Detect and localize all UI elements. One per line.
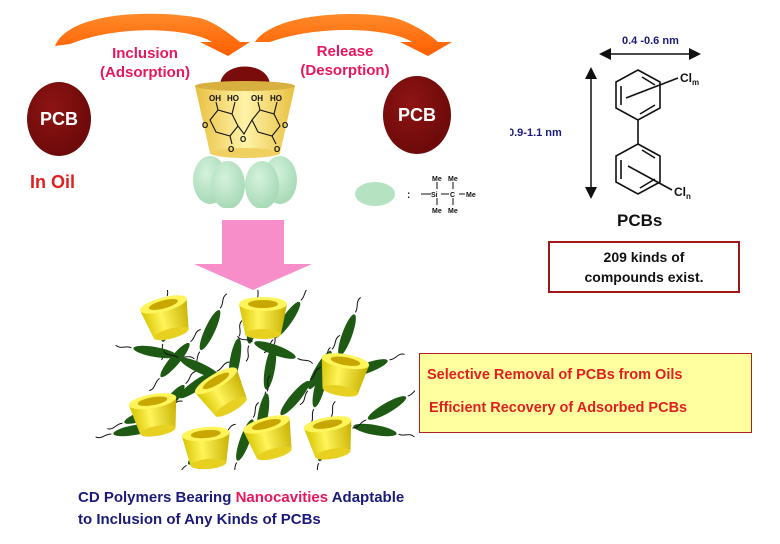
cl-m-label: Clm	[680, 71, 699, 87]
pcbs-title: PCBs	[617, 211, 663, 230]
feature-selective-removal: Selective Removal of PCBs from Oils	[427, 367, 683, 383]
hydroxyl-label: HO	[227, 94, 239, 103]
release-arrow	[255, 13, 452, 56]
oxygen-label: O	[228, 145, 234, 154]
caption-line-2: to Inclusion of Any Kinds of PCBs	[78, 511, 321, 528]
width-label: 0.4 -0.6 nm	[622, 35, 679, 47]
svg-text:Si: Si	[431, 192, 438, 199]
pcb-molecule-released: PCB	[383, 76, 451, 154]
caption-line-1: CD Polymers Bearing Nanocavities Adaptab…	[78, 489, 405, 506]
svg-text:Me: Me	[448, 208, 458, 215]
polymer-linker	[149, 328, 201, 392]
oxygen-label: O	[274, 145, 280, 154]
polymer-linker	[262, 328, 278, 408]
silyl-legend: : Si C Me Me Me Me Me	[355, 176, 476, 215]
hydroxyl-label: OH	[209, 94, 221, 103]
release-label: Release (Desorption)	[300, 43, 390, 79]
cd-cone	[195, 86, 295, 153]
features-box: Selective Removal of PCBs from Oils Effi…	[419, 353, 752, 433]
caption-highlight: Nanocavities	[235, 489, 329, 506]
pcb-info-box: 209 kinds of compounds exist.	[548, 241, 740, 293]
pcb-molecule-in-oil: PCB	[27, 82, 91, 156]
polymer-cyclodextrin	[239, 297, 287, 339]
in-oil-label: In Oil	[30, 172, 75, 192]
polymer-linker	[237, 335, 313, 365]
height-label: 0.9-1.1 nm	[510, 127, 562, 139]
svg-text:Me: Me	[432, 208, 442, 215]
cl-n-label: Cln	[674, 185, 691, 200]
hydroxyl-label: OH	[251, 94, 263, 103]
glucose-structure	[209, 101, 281, 145]
pcb-structure: 0.4 -0.6 nm 0.9-1.1 nm Clm Cln	[510, 35, 701, 200]
oxygen-label: O	[240, 135, 246, 144]
polymer-linker	[352, 387, 415, 429]
pink-down-arrow	[194, 220, 312, 290]
cyclodextrin-host: OH HO OH HO O O O O O	[193, 66, 297, 208]
hydroxyl-label: HO	[270, 94, 282, 103]
polymer-cyclodextrin	[194, 367, 247, 417]
oxygen-label: O	[282, 121, 288, 130]
inclusion-label: Inclusion (Adsorption)	[100, 45, 190, 81]
feature-efficient-recovery: Efficient Recovery of Adsorbed PCBs	[429, 400, 688, 416]
polymer-cyclodextrin	[128, 393, 177, 437]
silyl-group	[211, 161, 245, 208]
polymer-cyclodextrin	[243, 415, 292, 461]
polymer-cyclodextrin	[140, 295, 189, 341]
polymer-cyclodextrin	[181, 426, 230, 470]
svg-text:Me: Me	[448, 176, 458, 183]
polymer-cyclodextrin	[321, 353, 370, 397]
info-line: compounds exist.	[584, 269, 704, 285]
svg-text:C: C	[450, 192, 455, 199]
polymer-linker	[192, 293, 228, 367]
caption: CD Polymers Bearing Nanocavities Adaptab…	[78, 487, 404, 531]
biphenyl-rings	[615, 69, 679, 195]
info-line: 209 kinds of	[603, 249, 685, 265]
inclusion-arrow	[55, 13, 250, 56]
included-pcb	[220, 66, 270, 86]
silyl-legend-icon	[355, 182, 395, 206]
svg-text::: :	[407, 190, 410, 201]
svg-text:Me: Me	[466, 192, 476, 199]
process-arrows	[55, 13, 452, 56]
silyl-group	[245, 161, 279, 208]
svg-text:Me: Me	[432, 176, 442, 183]
oxygen-label: O	[202, 121, 208, 130]
polymer-cyclodextrin	[303, 416, 352, 460]
tbdms-structure	[421, 182, 465, 205]
cd-polymer-network	[95, 290, 415, 470]
